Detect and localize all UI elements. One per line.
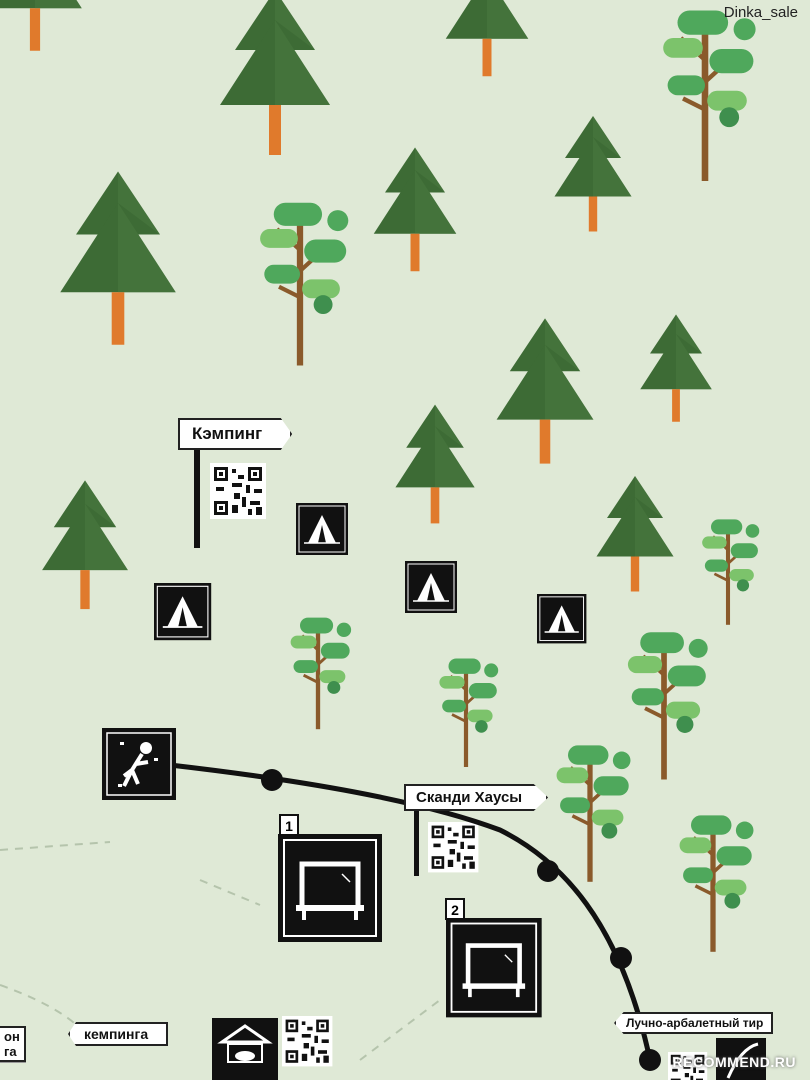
qr-code — [210, 463, 266, 519]
tent-icon — [404, 560, 458, 614]
sign-partial-left: он га — [0, 1026, 26, 1062]
svg-text:1: 1 — [285, 818, 293, 834]
house-icon-1 — [278, 834, 382, 942]
sign-archery-label: Лучно-арбалетный тир — [614, 1012, 774, 1034]
house-icon-2 — [446, 918, 542, 1017]
tent-icon — [295, 502, 349, 556]
sign-camping-partial: кемпинга — [68, 1022, 169, 1046]
sign-partial-left-line1: он — [4, 1029, 20, 1044]
watermark-user: Dinka_sale — [723, 4, 798, 21]
tent-icon — [153, 582, 213, 642]
sign-camping-label: Кэмпинг — [178, 418, 293, 450]
sign-partial-left-line2: га — [4, 1044, 17, 1059]
qr-code — [282, 1016, 333, 1067]
climbing-icon — [102, 728, 176, 800]
sign-scandi-houses-label: Сканди Хаусы — [404, 784, 549, 811]
house-number-1: 1 — [279, 814, 299, 836]
sign-camping-partial-label: кемпинга — [68, 1022, 169, 1046]
route-line — [169, 762, 661, 1071]
dashed-paths — [0, 841, 441, 1061]
fir-trees — [0, 0, 712, 610]
tent-icon — [536, 593, 588, 645]
house-number-2: 2 — [445, 898, 465, 920]
watermark-site: RECOMMEND.RU — [672, 1054, 796, 1070]
sign-archery: Лучно-арбалетный тир — [614, 1012, 774, 1034]
sign-camping: Кэмпинг — [178, 418, 293, 450]
grill-icon — [212, 1018, 278, 1080]
sign-scandi-houses: Сканди Хаусы — [404, 784, 549, 811]
svg-text:2: 2 — [451, 902, 459, 918]
archery-icon — [716, 1038, 766, 1080]
tent-icons — [153, 502, 588, 645]
qr-code — [428, 822, 479, 873]
